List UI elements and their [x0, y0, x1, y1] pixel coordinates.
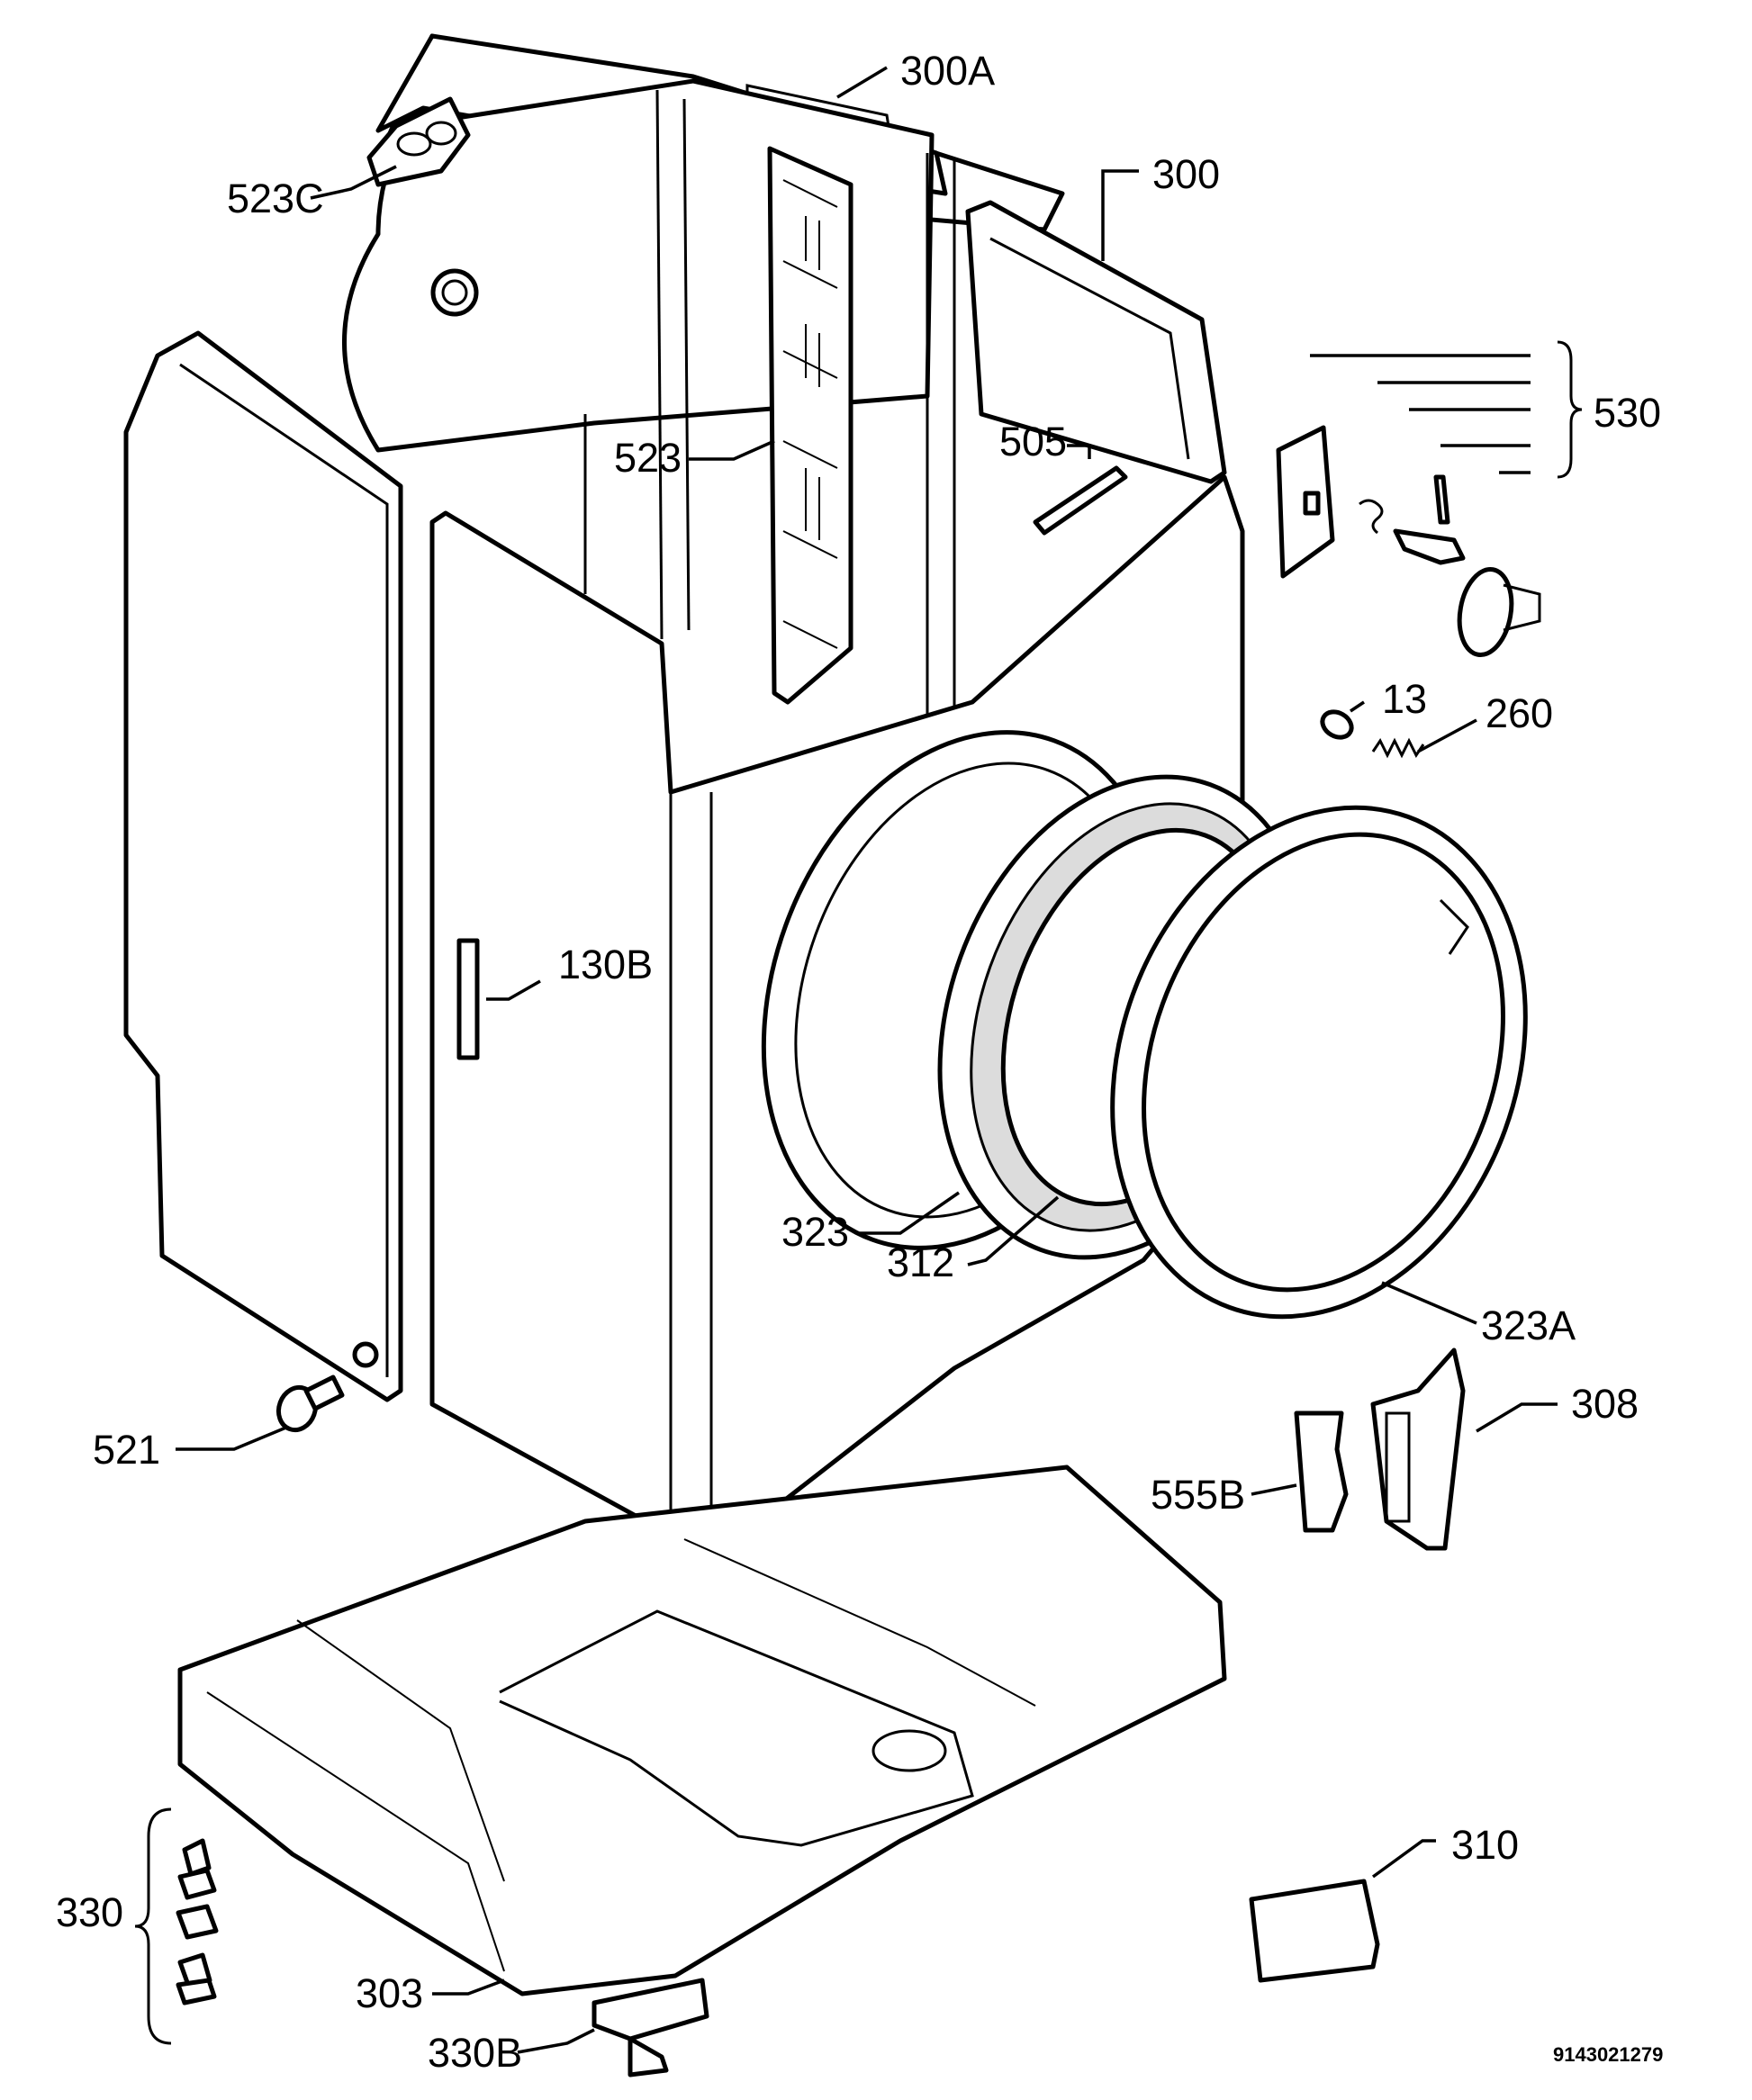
clip-523c	[366, 96, 471, 187]
label-555b: 555B	[1151, 1472, 1245, 1518]
label-308: 308	[1571, 1381, 1639, 1427]
rod-505	[1033, 465, 1128, 536]
screw-521	[275, 1374, 345, 1433]
door-lock-530	[1276, 340, 1583, 658]
label-330b: 330B	[428, 2030, 522, 2076]
drawing-code: 9143021279	[1553, 2043, 1663, 2066]
label-300a: 300A	[900, 48, 995, 94]
inner-frame	[583, 89, 956, 900]
label-260: 260	[1486, 690, 1553, 736]
label-505: 505	[999, 419, 1067, 464]
foot-330b	[592, 1978, 709, 2077]
label-300: 300	[1152, 151, 1220, 197]
label-530: 530	[1594, 390, 1661, 436]
rail-523	[767, 146, 853, 705]
door-seal-frame-300	[965, 200, 1227, 484]
label-523c: 523C	[227, 176, 324, 221]
label-130b: 130B	[558, 942, 653, 987]
label-521: 521	[93, 1427, 160, 1473]
label-303: 303	[356, 1970, 423, 2016]
spring-260	[1371, 737, 1425, 759]
outer-door-ring-323a	[1110, 805, 1528, 1320]
label-330: 330	[56, 1889, 123, 1935]
label-312: 312	[887, 1239, 954, 1285]
label-13: 13	[1382, 676, 1427, 722]
cover-310	[1249, 1879, 1380, 1983]
leader-lines	[176, 66, 1558, 2054]
hinge-308	[1370, 1347, 1466, 1551]
screw-set-330	[134, 1807, 219, 2045]
label-523: 523	[614, 435, 682, 481]
plate-555b	[1294, 1411, 1349, 1533]
left-side-panel	[123, 330, 403, 1402]
button-13	[1320, 709, 1354, 740]
label-323: 323	[781, 1209, 849, 1255]
label-323a: 323A	[1481, 1302, 1576, 1348]
base-frame-303	[177, 1465, 1227, 1996]
label-310: 310	[1451, 1822, 1519, 1868]
